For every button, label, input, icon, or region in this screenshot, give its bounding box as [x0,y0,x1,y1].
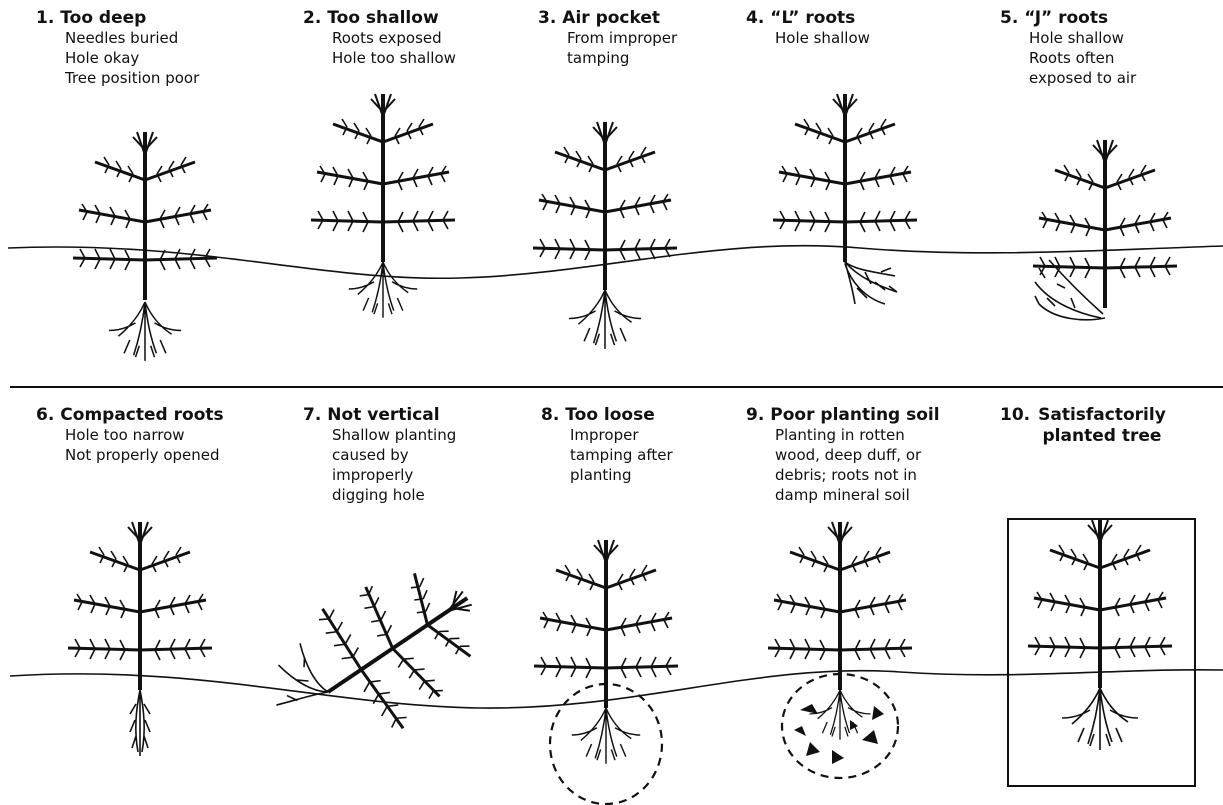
description-line: Roots often [1029,48,1136,68]
panel-3-label: 3. Air pocket From improper tamping [538,8,677,68]
panel-title: 5. “J” roots [1000,8,1136,28]
tree-not-vertical [246,538,507,779]
panel-9-label: 9. Poor planting soil Planting in rotten … [746,405,940,505]
panel-number: 9. [746,405,764,425]
description-line: Planting in rotten [775,425,940,445]
panel-8-label: 8. Too loose Improper tamping after plant… [541,405,673,485]
description-line: caused by [332,445,456,465]
panel-number: 10. [1000,405,1030,447]
description-line: Improper [570,425,673,445]
description-line: damp mineral soil [775,485,940,505]
panel-description: Hole shallow Roots often exposed to air [1029,28,1136,88]
ground-line-bottom [10,670,1223,708]
panel-title: 3. Air pocket [538,8,677,28]
panel-number: 7. [303,405,321,425]
description-line: improperly [332,465,456,485]
panel-title-text: “L” roots [770,8,855,28]
panel-number: 8. [541,405,559,425]
description-line: Roots exposed [332,28,456,48]
panel-description: Planting in rotten wood, deep duff, or d… [775,425,940,505]
panel-title-text: Not vertical [327,405,439,425]
description-line: Needles buried [65,28,199,48]
tree-too-deep [73,132,217,361]
description-line: tamping [567,48,677,68]
panel-title: 8. Too loose [541,405,673,425]
description-line: Hole shallow [1029,28,1136,48]
panel-title: 2. Too shallow [303,8,456,28]
panel-description: Hole too narrow Not properly opened [65,425,224,465]
panel-title: Satisfactorily planted tree [1038,405,1166,447]
description-line: From improper [567,28,677,48]
panel-7-label: 7. Not vertical Shallow planting caused b… [303,405,456,505]
panel-number: 4. [746,8,764,28]
panel-2-label: 2. Too shallow Roots exposed Hole too sha… [303,8,456,68]
panel-4-label: 4. “L” roots Hole shallow [746,8,870,48]
description-line: Hole okay [65,48,199,68]
panel-description: Improper tamping after planting [570,425,673,485]
description-line: tamping after [570,445,673,465]
panel-title-text: Air pocket [562,8,660,28]
panel-description: Roots exposed Hole too shallow [332,28,456,68]
panel-5-label: 5. “J” roots Hole shallow Roots often exp… [1000,8,1136,88]
description-line: Hole too narrow [65,425,224,445]
description-line: wood, deep duff, or [775,445,940,465]
panel-title-text: Too loose [565,405,654,425]
description-line: Hole shallow [775,28,870,48]
panel-title-line: planted tree [1038,426,1166,447]
panel-description: From improper tamping [567,28,677,68]
panel-title: 1. Too deep [36,8,199,28]
panel-description: Hole shallow [775,28,870,48]
panel-number: 2. [303,8,321,28]
tree-j-roots [1033,140,1177,320]
panel-title-text: Too shallow [327,8,438,28]
panel-description: Shallow planting caused by improperly di… [332,425,456,505]
description-line: digging hole [332,485,456,505]
panel-1-label: 1. Too deep Needles buried Hole okay Tree… [36,8,199,88]
panel-number: 6. [36,405,54,425]
tree-air-pocket [533,122,677,349]
panel-title-line: Satisfactorily [1038,405,1166,426]
description-line: exposed to air [1029,68,1136,88]
description-line: planting [570,465,673,485]
panel-title: 9. Poor planting soil [746,405,940,425]
tree-l-roots [773,94,917,304]
description-line: Tree position poor [65,68,199,88]
panel-10-label: 10. Satisfactorily planted tree [1000,405,1166,447]
tree-poor-planting-soil [768,522,912,778]
description-line: Hole too shallow [332,48,456,68]
panel-title-text: “J” roots [1024,8,1108,28]
tree-too-shallow [311,94,455,318]
panel-description: Needles buried Hole okay Tree position p… [65,28,199,88]
description-line: debris; roots not in [775,465,940,485]
tree-too-loose [534,540,678,804]
panel-title-text: Compacted roots [60,405,223,425]
tree-satisfactory [1028,520,1172,750]
panel-title-text: Poor planting soil [770,405,939,425]
panel-title: 6. Compacted roots [36,405,224,425]
panel-number: 3. [538,8,556,28]
tree-compacted-roots [68,522,212,756]
description-line: Shallow planting [332,425,456,445]
panel-title: 4. “L” roots [746,8,870,28]
description-line: Not properly opened [65,445,224,465]
panel-title-text: Too deep [60,8,146,28]
panel-title: 7. Not vertical [303,405,456,425]
panel-number: 1. [36,8,54,28]
panel-6-label: 6. Compacted roots Hole too narrow Not pr… [36,405,224,465]
panel-number: 5. [1000,8,1018,28]
